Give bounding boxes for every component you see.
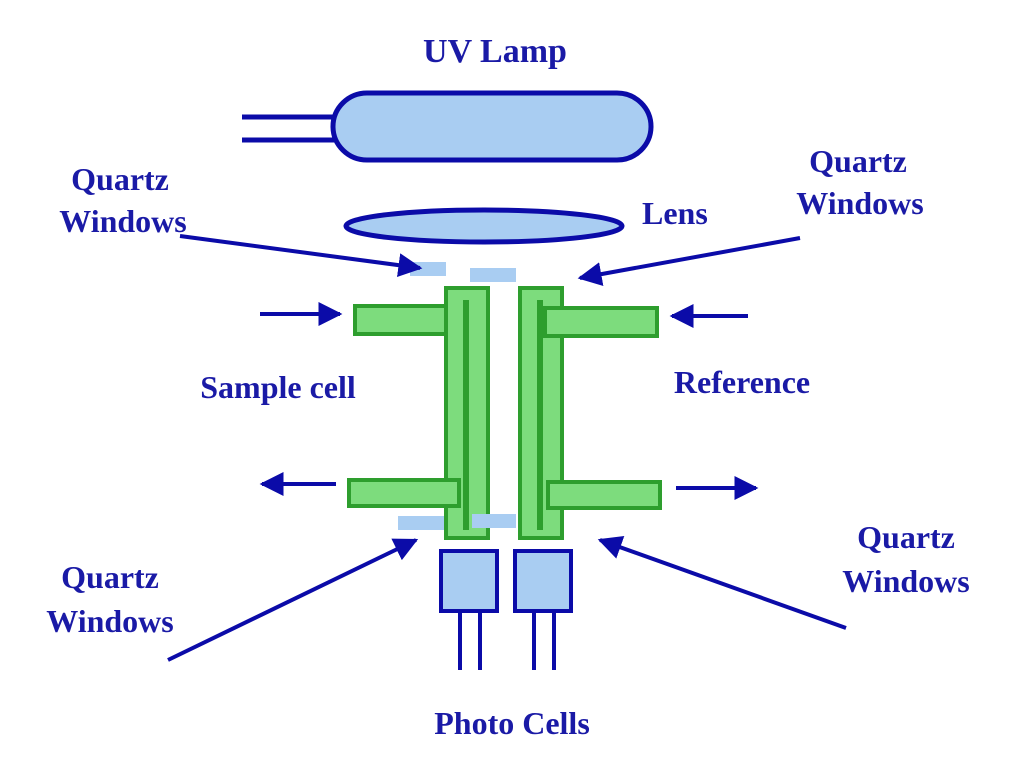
pointer-quartz-top-right bbox=[577, 236, 801, 286]
quartz-windows-bottom-right-line2: Windows bbox=[842, 563, 969, 599]
quartz-windows-top-left-line2: Windows bbox=[59, 203, 186, 239]
quartz-window-bottom-left bbox=[398, 516, 444, 530]
lens-shape bbox=[343, 207, 625, 245]
lens-label: Lens bbox=[642, 195, 708, 231]
photo-cell-right bbox=[513, 549, 573, 670]
quartz-windows-bottom-left-line1: Quartz bbox=[61, 559, 159, 595]
photo-cell-left bbox=[439, 549, 499, 670]
quartz-window-bottom-right bbox=[472, 514, 516, 528]
quartz-windows-bottom-left-line2: Windows bbox=[46, 603, 173, 639]
reference-cell bbox=[518, 286, 662, 540]
quartz-windows-top-left-line1: Quartz bbox=[71, 161, 169, 197]
quartz-window-top-right bbox=[470, 268, 516, 282]
pointer-quartz-bottom-right bbox=[597, 535, 847, 630]
sample-cell-label: Sample cell bbox=[200, 369, 356, 405]
pointer-quartz-top-left bbox=[179, 234, 423, 278]
uv-lamp bbox=[242, 90, 654, 163]
sample-cell bbox=[347, 286, 490, 540]
photo-cells-label: Photo Cells bbox=[434, 705, 590, 741]
reference-cell-label: Reference bbox=[674, 364, 810, 400]
quartz-windows-top-right-line2: Windows bbox=[796, 185, 923, 221]
uv-lamp-label: UV Lamp bbox=[423, 33, 567, 70]
quartz-windows-bottom-right-line1: Quartz bbox=[857, 519, 955, 555]
pointer-quartz-bottom-left bbox=[167, 538, 419, 662]
quartz-windows-top-right-line1: Quartz bbox=[809, 143, 907, 179]
